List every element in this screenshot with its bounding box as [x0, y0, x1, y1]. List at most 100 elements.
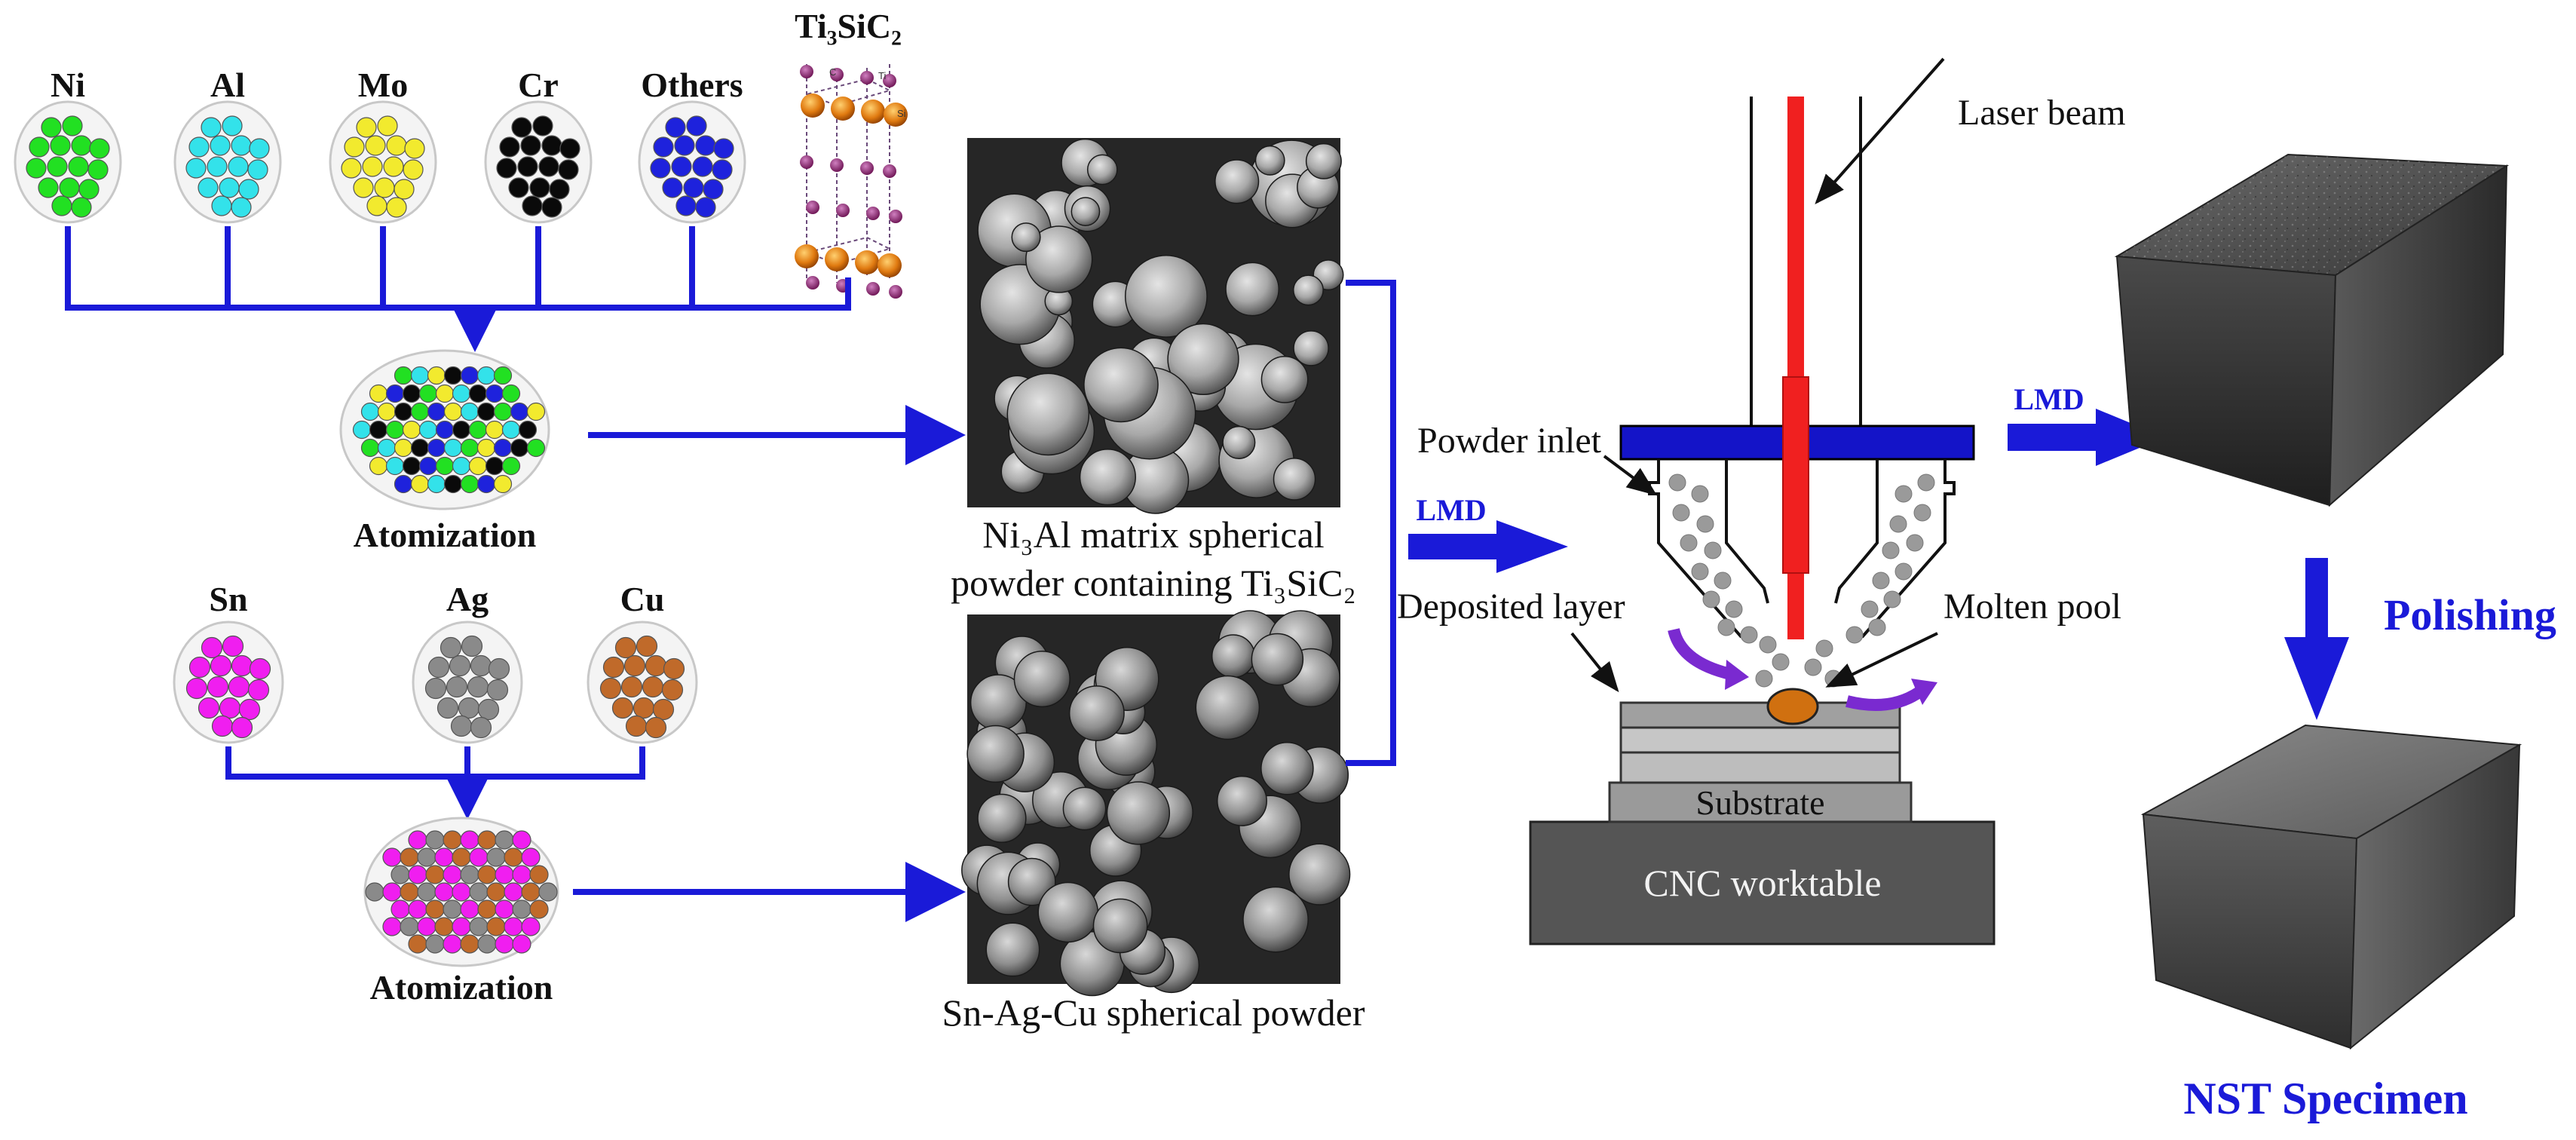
- mix-particle: [510, 402, 529, 421]
- sem-particle: [1106, 781, 1171, 845]
- sn-particle: [201, 636, 223, 659]
- mix-particle: [400, 917, 419, 936]
- mix-particle: [477, 934, 497, 954]
- mo-particle: [404, 138, 425, 159]
- powder-particle: [1696, 515, 1714, 533]
- mix-particle: [452, 847, 471, 867]
- cu-particles: [587, 621, 698, 744]
- sem-particle: [1273, 458, 1316, 501]
- cr-particle: [541, 135, 562, 156]
- sem-particle: [985, 922, 1040, 977]
- cu-particle: [602, 656, 625, 679]
- al-particles: [173, 100, 282, 224]
- sem-particle: [1254, 145, 1285, 176]
- mix-particle: [476, 474, 496, 494]
- mix-particle: [382, 847, 402, 867]
- al-particle: [185, 158, 207, 179]
- mo-particle: [394, 179, 415, 200]
- ti-atom: [825, 247, 849, 271]
- mix-particle: [394, 366, 413, 385]
- mix-particle: [486, 847, 506, 867]
- al-particle: [249, 138, 270, 159]
- cu-particle: [633, 697, 655, 719]
- mix-particle: [402, 420, 421, 440]
- sn-particle: [207, 676, 229, 698]
- ni-particle: [59, 177, 80, 198]
- specimen-label: NST Specimen: [2183, 1074, 2467, 1123]
- ti-atom: [884, 103, 908, 127]
- others-particle: [713, 138, 734, 159]
- mix-particle: [501, 456, 521, 476]
- powder-particle: [1714, 572, 1732, 590]
- others-particles: [638, 100, 746, 224]
- mo-particle: [383, 156, 404, 177]
- mix-particle: [410, 366, 430, 385]
- powder-bottom-caption: Sn-Ag-Cu spherical powder: [942, 991, 1365, 1034]
- mix-particle: [476, 402, 496, 421]
- ti-atom: [878, 253, 902, 277]
- cu-particle: [661, 679, 684, 701]
- sem-particle: [1260, 741, 1314, 795]
- mix-particle: [529, 899, 549, 919]
- mix-particle: [369, 420, 388, 440]
- mix-particle: [410, 438, 430, 458]
- flow-arrow-left: [1668, 627, 1735, 681]
- powder-particle: [1913, 504, 1931, 522]
- mix-particle: [452, 917, 471, 936]
- sn-label: Sn: [209, 580, 247, 618]
- c-atom: [889, 210, 902, 223]
- c-atom: [836, 204, 850, 217]
- ni-particle: [41, 117, 62, 138]
- ni-particle: [26, 158, 47, 179]
- powder-particle: [1672, 504, 1690, 522]
- atomization-label-bottom: Atomization: [370, 968, 553, 1007]
- mix-particle: [460, 366, 479, 385]
- powder-particle: [1772, 653, 1790, 671]
- powder-particle: [1691, 562, 1709, 581]
- others-particle: [692, 156, 713, 177]
- mix-particle: [425, 865, 445, 884]
- lmd-label-right: LMD: [2014, 382, 2084, 416]
- cu-particle: [620, 676, 643, 698]
- mix-particle: [460, 402, 479, 421]
- lmd-arrow-left: [1408, 520, 1568, 573]
- sn-particle: [188, 656, 211, 679]
- mix-particle: [460, 830, 479, 850]
- mix-particle: [434, 917, 454, 936]
- flow-arrow-right: [1845, 685, 1926, 711]
- mix-particle: [493, 474, 513, 494]
- ni-particle: [78, 179, 100, 200]
- sem-particle: [1083, 347, 1159, 423]
- c-atom: [830, 68, 844, 81]
- mo-particle: [374, 177, 395, 198]
- mix-particle: [452, 384, 471, 403]
- powder-merge-bracket: [1346, 280, 1396, 766]
- powder-particle: [1882, 541, 1900, 559]
- mix-particle: [485, 420, 504, 440]
- mix-particle: [408, 830, 427, 850]
- al-particle: [188, 136, 210, 158]
- as-built-specimen: [2114, 153, 2510, 507]
- powder-particle: [1717, 618, 1735, 636]
- sem-particle: [1251, 633, 1304, 686]
- mix-particle: [435, 384, 455, 403]
- mix-particle: [443, 830, 462, 850]
- sem-particle: [977, 793, 1027, 844]
- mix-particle: [485, 456, 504, 476]
- mix-particle: [377, 402, 397, 421]
- mix-particle: [434, 882, 454, 902]
- ti3sic2-crystal-structure: Ti Si C: [795, 64, 908, 299]
- ag-particle: [488, 657, 510, 680]
- sem-particle: [1216, 775, 1267, 826]
- sem-particle: [1242, 886, 1309, 953]
- mix-particle: [485, 384, 504, 403]
- mo-particle: [341, 158, 362, 179]
- cu-particle: [652, 698, 675, 721]
- lmd-label-left: LMD: [1416, 493, 1486, 527]
- mix-particle: [452, 456, 471, 476]
- others-particle: [703, 179, 724, 200]
- element-circles-top: Ni Al Mo Cr Others Ti₃SiC₂: [14, 7, 902, 224]
- ni-particle: [51, 195, 72, 216]
- cu-label: Cu: [620, 580, 665, 618]
- ni-particle: [29, 136, 50, 158]
